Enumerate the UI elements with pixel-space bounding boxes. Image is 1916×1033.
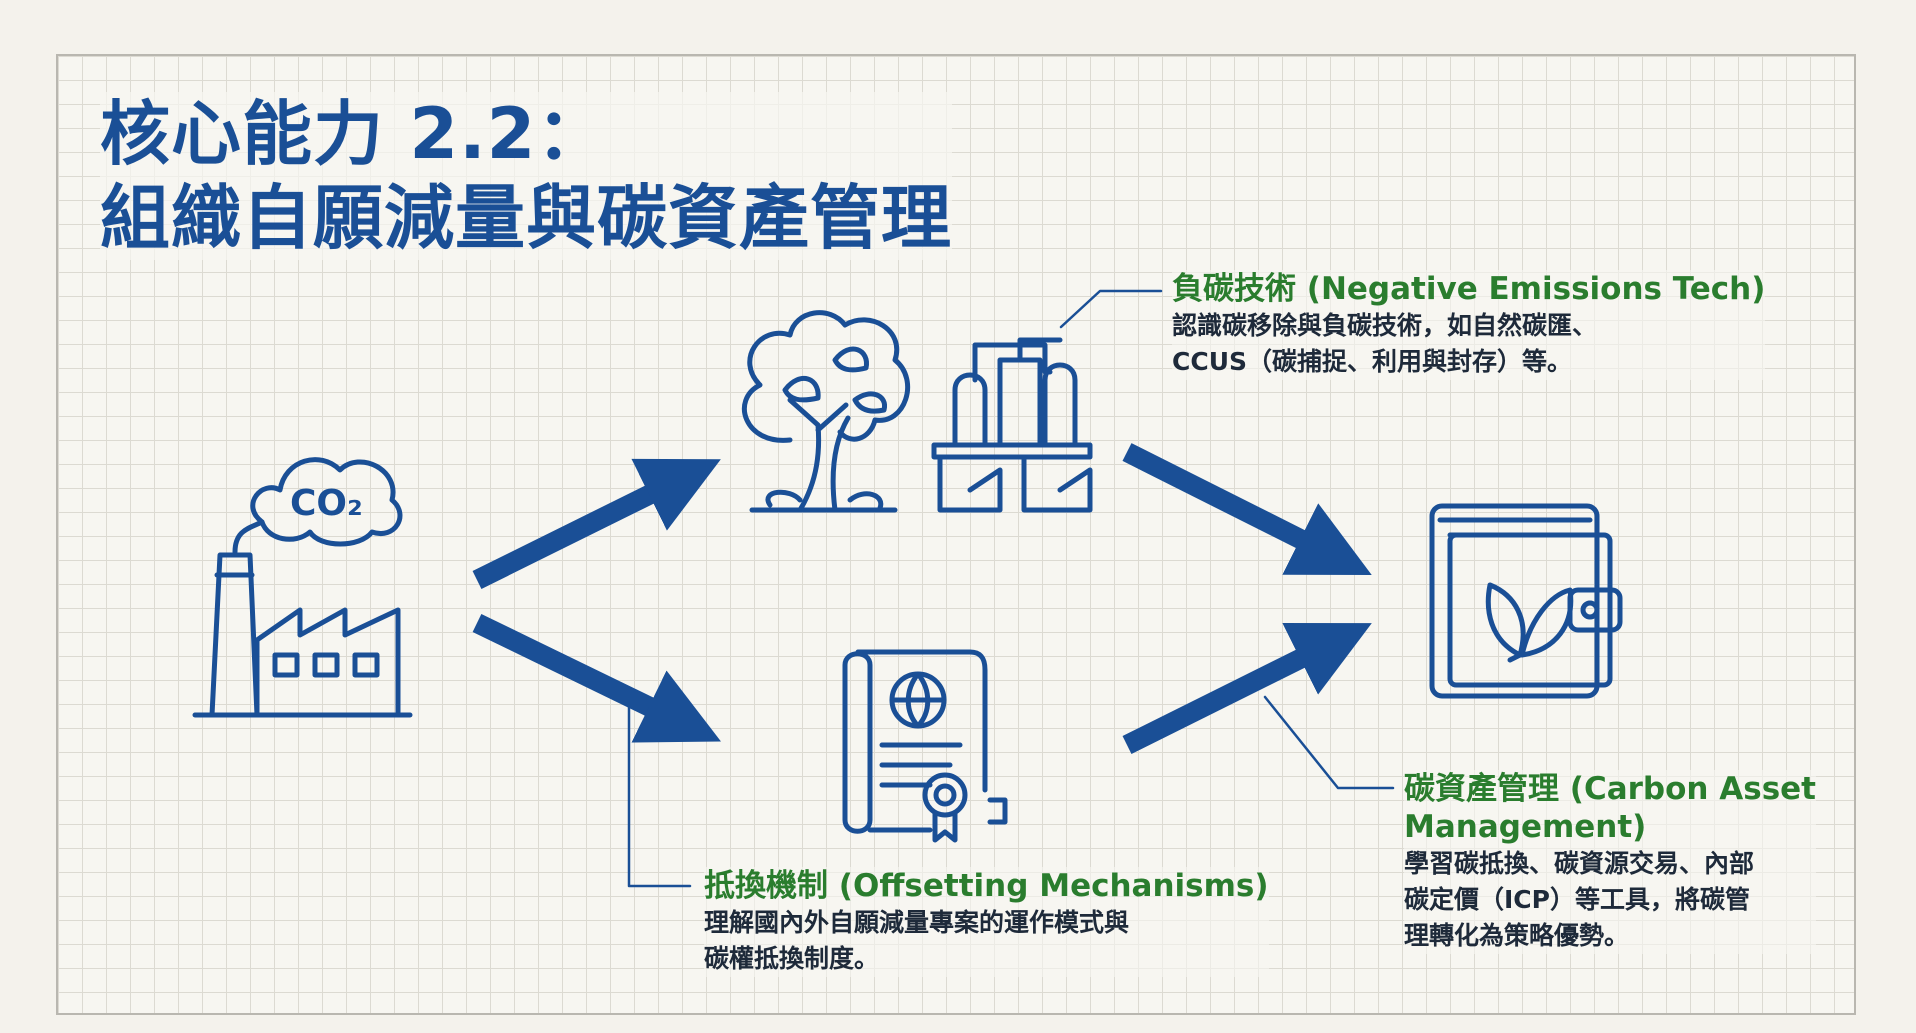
industrial-plant-icon <box>931 337 1093 513</box>
factory-icon <box>192 457 413 718</box>
callout-line-negative <box>1059 289 1163 329</box>
callout-body-line: 碳權抵換制度。 <box>704 944 880 973</box>
callout-body-line: 認識碳移除與負碳技術，如自然碳匯、 <box>1172 311 1598 340</box>
arrow-to-negative-tech <box>472 458 721 589</box>
callout-heading: Management) <box>1404 809 1647 845</box>
callout-body-line: 學習碳抵換、碳資源交易、內部 <box>1404 849 1755 878</box>
callout-carbon-asset: 碳資產管理 (Carbon Asset Management) 學習碳抵換、碳資… <box>1404 770 1817 954</box>
callout-body-line: 碳定價（ICP）等工具，將碳管 <box>1404 885 1750 914</box>
title-line-1: 核心能力 2.2： <box>100 93 608 175</box>
wallet-leaf-icon <box>1429 503 1623 699</box>
page-title: 核心能力 2.2： 組織自願減量與碳資產管理 <box>100 92 952 260</box>
callout-heading: 碳資產管理 (Carbon Asset <box>1404 771 1817 807</box>
arrow-offsetting-to-asset <box>1122 623 1372 754</box>
callout-heading: 抵換機制 (Offsetting Mechanisms) <box>704 868 1269 904</box>
co2-label: CO₂ <box>290 483 363 524</box>
arrow-to-offsetting <box>472 614 721 743</box>
tree-icon <box>741 310 911 513</box>
certificate-icon <box>842 649 1008 843</box>
callout-offsetting: 抵換機制 (Offsetting Mechanisms) 理解國內外自願減量專案… <box>704 867 1269 977</box>
callout-heading: 負碳技術 (Negative Emissions Tech) <box>1172 271 1766 307</box>
callout-negative-emissions: 負碳技術 (Negative Emissions Tech) 認識碳移除與負碳技… <box>1172 270 1766 380</box>
arrow-negative-to-asset <box>1122 443 1372 575</box>
title-line-2: 組織自願減量與碳資產管理 <box>100 177 952 259</box>
callout-line-offsetting <box>627 704 692 888</box>
callout-body-line: 理轉化為策略優勢。 <box>1404 921 1630 950</box>
callout-body-line: CCUS（碳捕捉、利用與封存）等。 <box>1172 347 1573 376</box>
callout-body-line: 理解國內外自願減量專案的運作模式與 <box>704 908 1130 937</box>
callout-line-asset <box>1263 695 1395 790</box>
